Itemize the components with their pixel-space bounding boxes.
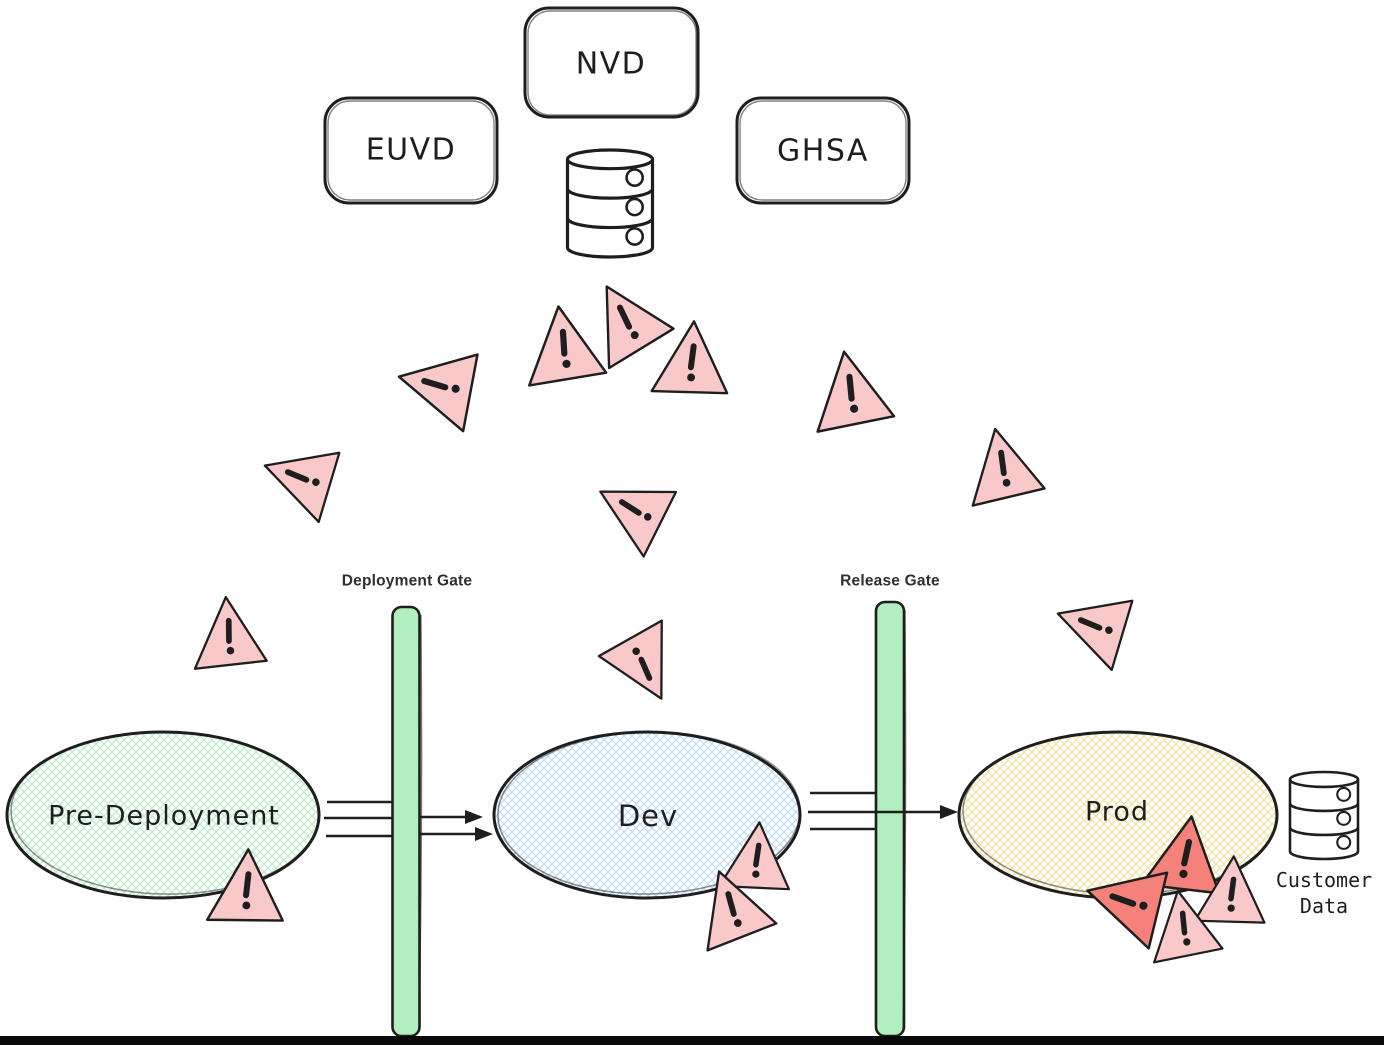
warning-triangles-layer [193, 285, 1266, 964]
warning-triangle-icon [1086, 871, 1169, 950]
gate-label-release: Release Gate [840, 573, 940, 590]
warning-triangle-icon [597, 619, 663, 700]
stage-dev [492, 730, 802, 900]
warning-triangle-icon [971, 427, 1046, 507]
warning-triangle-icon [650, 320, 729, 395]
arrowhead-icon [940, 805, 958, 819]
warning-triangle-icon [528, 305, 608, 387]
warning-triangle-icon [718, 821, 791, 891]
stage-label-pre-deployment: Pre-Deployment [48, 801, 280, 832]
source-box-euvd: EUVD [323, 96, 499, 205]
database-icon [1288, 770, 1360, 861]
source-box-nvd: NVD [523, 6, 700, 119]
deployment-gate-bar [391, 605, 423, 1038]
warning-triangle-icon [599, 490, 678, 558]
warning-triangle-icon [206, 848, 284, 922]
flow-arrows-dev-to-prod [808, 791, 958, 831]
release-gate-bar [874, 600, 907, 1038]
gate-label-deployment: Deployment Gate [342, 573, 473, 590]
arrowhead-icon [465, 810, 483, 824]
database-icon [565, 148, 655, 259]
bottom-border-bar [0, 1036, 1384, 1045]
warning-triangle-icon [1056, 599, 1134, 672]
stage-label-prod: Prod [1085, 797, 1149, 828]
customer-data-label-line1: Customer [1276, 868, 1372, 892]
stage-label-dev: Dev [618, 799, 678, 833]
flow-arrows-pre-to-dev [324, 800, 493, 841]
source-label-euvd: EUVD [366, 133, 457, 168]
source-label-ghsa: GHSA [777, 134, 869, 169]
warning-triangle-icon [605, 285, 675, 370]
source-label-nvd: NVD [576, 47, 647, 82]
warning-triangle-icon [397, 353, 479, 433]
warning-triangle-icon [263, 451, 341, 524]
warning-triangle-icon [1193, 855, 1266, 924]
customer-data-label-line2: Data [1300, 894, 1348, 918]
stage-pre-deployment [5, 730, 321, 900]
arrowhead-icon [475, 827, 493, 841]
warning-triangle-icon [193, 596, 268, 670]
warning-triangle-icon [1153, 889, 1224, 964]
source-box-ghsa: GHSA [735, 96, 911, 205]
warning-triangle-icon [706, 870, 778, 952]
warning-triangle-icon [816, 350, 896, 433]
